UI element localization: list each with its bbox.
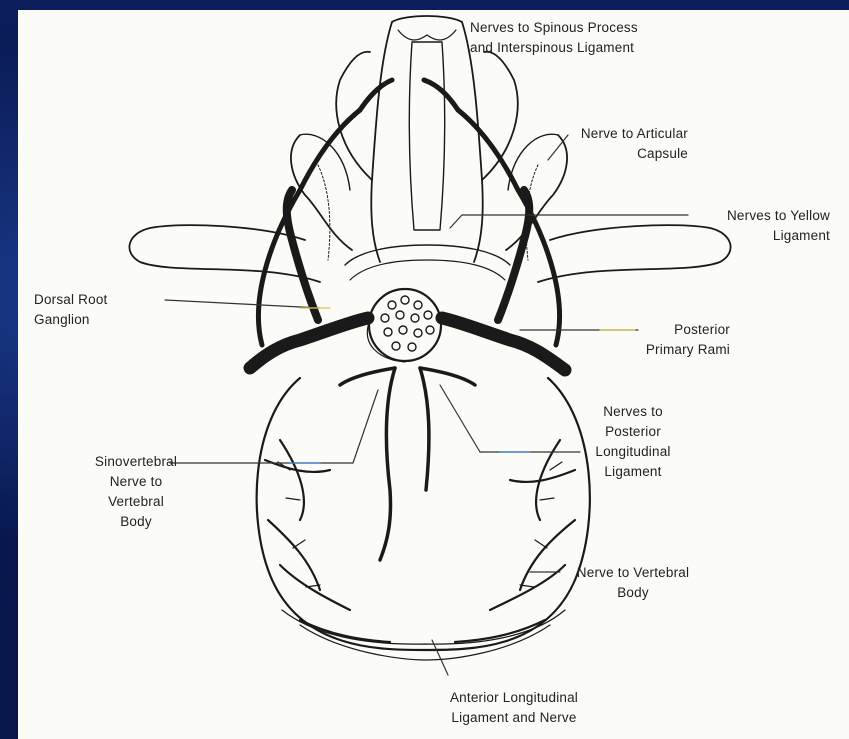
transverse-processes [129,225,730,282]
sinovertebral-nerves [340,368,475,560]
nerve-roots [250,318,565,370]
body-nerve-branches [265,440,575,642]
label-dorsal-root-ganglion: Dorsal Root Ganglion [34,290,107,330]
label-articular-capsule: Nerve to Articular Capsule [572,124,688,164]
label-posterior-longitudinal-ligament: Nerves to Posterior Longitudinal Ligamen… [578,402,688,482]
label-posterior-primary-rami: Posterior Primary Rami [620,320,730,360]
label-anterior-longitudinal-ligament: Anterior Longitudinal Ligament and Nerve [424,688,604,728]
spinal-canal [345,245,510,362]
spinous-process [371,16,482,262]
label-nerve-to-vertebral-body: Nerve to Vertebral Body [560,563,706,603]
label-sinovertebral-nerve: Sinovertebral Nerve to Vertebral Body [82,452,190,532]
label-yellow-ligament: Nerves to Yellow Ligament [700,206,830,246]
label-spinous-process: Nerves to Spinous Process and Interspino… [470,18,638,58]
spinal-cord-fibers [381,296,434,351]
